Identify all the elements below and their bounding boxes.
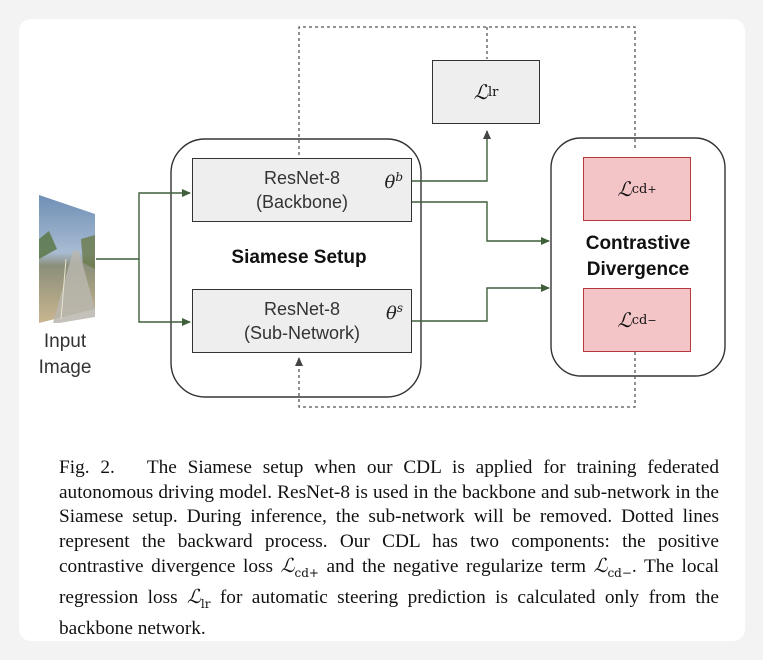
caption-m1: ℒ <box>280 554 295 577</box>
connector-lines <box>39 26 726 408</box>
theta-s-sup: s <box>396 301 403 315</box>
subnetwork-sub: (Sub-Network) <box>243 323 361 343</box>
siamese-setup-label: Siamese Setup <box>231 247 367 268</box>
theta-b-symbol: θ <box>384 172 396 193</box>
loss-cd-neg-sub: cd <box>631 312 648 328</box>
input-image <box>39 195 95 323</box>
figure-caption: Fig. 2. The Siamese setup when our CDL i… <box>59 456 719 641</box>
loss-cd-pos-symbol: ℒ <box>617 177 632 201</box>
subnetwork-box: ResNet-8 (Sub-Network) θs <box>192 289 412 353</box>
caption-math-cd-neg: ℒcd− <box>593 554 632 580</box>
theta-s-symbol: θ <box>385 303 397 324</box>
caption-m2-sub: cd− <box>607 565 632 580</box>
backbone-sub: (Backbone) <box>255 192 349 212</box>
loss-cd-neg-sign: − <box>647 313 657 327</box>
siamese-diagram: ResNet-8 (Backbone) θb Siamese Setup Res… <box>19 19 745 439</box>
caption-m3-sub: lr <box>200 597 211 612</box>
contrastive-divergence-label: Contrastive Divergence <box>585 233 691 280</box>
backbone-box: ResNet-8 (Backbone) θb <box>192 158 412 222</box>
subnetwork-name: ResNet-8 <box>263 299 341 319</box>
loss-cd-neg-symbol: ℒ <box>617 308 632 332</box>
caption-prefix: Fig. 2. <box>59 457 115 478</box>
caption-text-1: The Siamese setup when our CDL is applie… <box>59 457 719 577</box>
caption-text-4: for automatic steering prediction is cal… <box>59 587 719 639</box>
theta-b: θb <box>384 165 403 195</box>
backbone-name: ResNet-8 <box>263 168 341 188</box>
theta-b-sup: b <box>395 170 403 184</box>
caption-text-3: . The local regression loss <box>59 556 720 609</box>
input-image-label: Input Image <box>38 331 92 378</box>
caption-text-2: and the negative regularize term <box>326 556 586 577</box>
caption-math-cd-pos: ℒcd+ <box>280 554 319 580</box>
loss-lr-symbol: ℒ <box>473 80 489 104</box>
caption-math-lr: ℒlr <box>187 585 211 612</box>
figure-card: ResNet-8 (Backbone) θb Siamese Setup Res… <box>19 19 745 641</box>
theta-s: θs <box>386 296 403 326</box>
loss-cd-pos-sub: cd <box>631 181 648 197</box>
loss-lr-sub: lr <box>488 84 499 100</box>
loss-cd-pos-sign: + <box>647 182 657 196</box>
caption-m3: ℒ <box>187 585 201 609</box>
caption-m1-sub: cd+ <box>294 565 319 580</box>
caption-m2: ℒ <box>593 554 608 577</box>
